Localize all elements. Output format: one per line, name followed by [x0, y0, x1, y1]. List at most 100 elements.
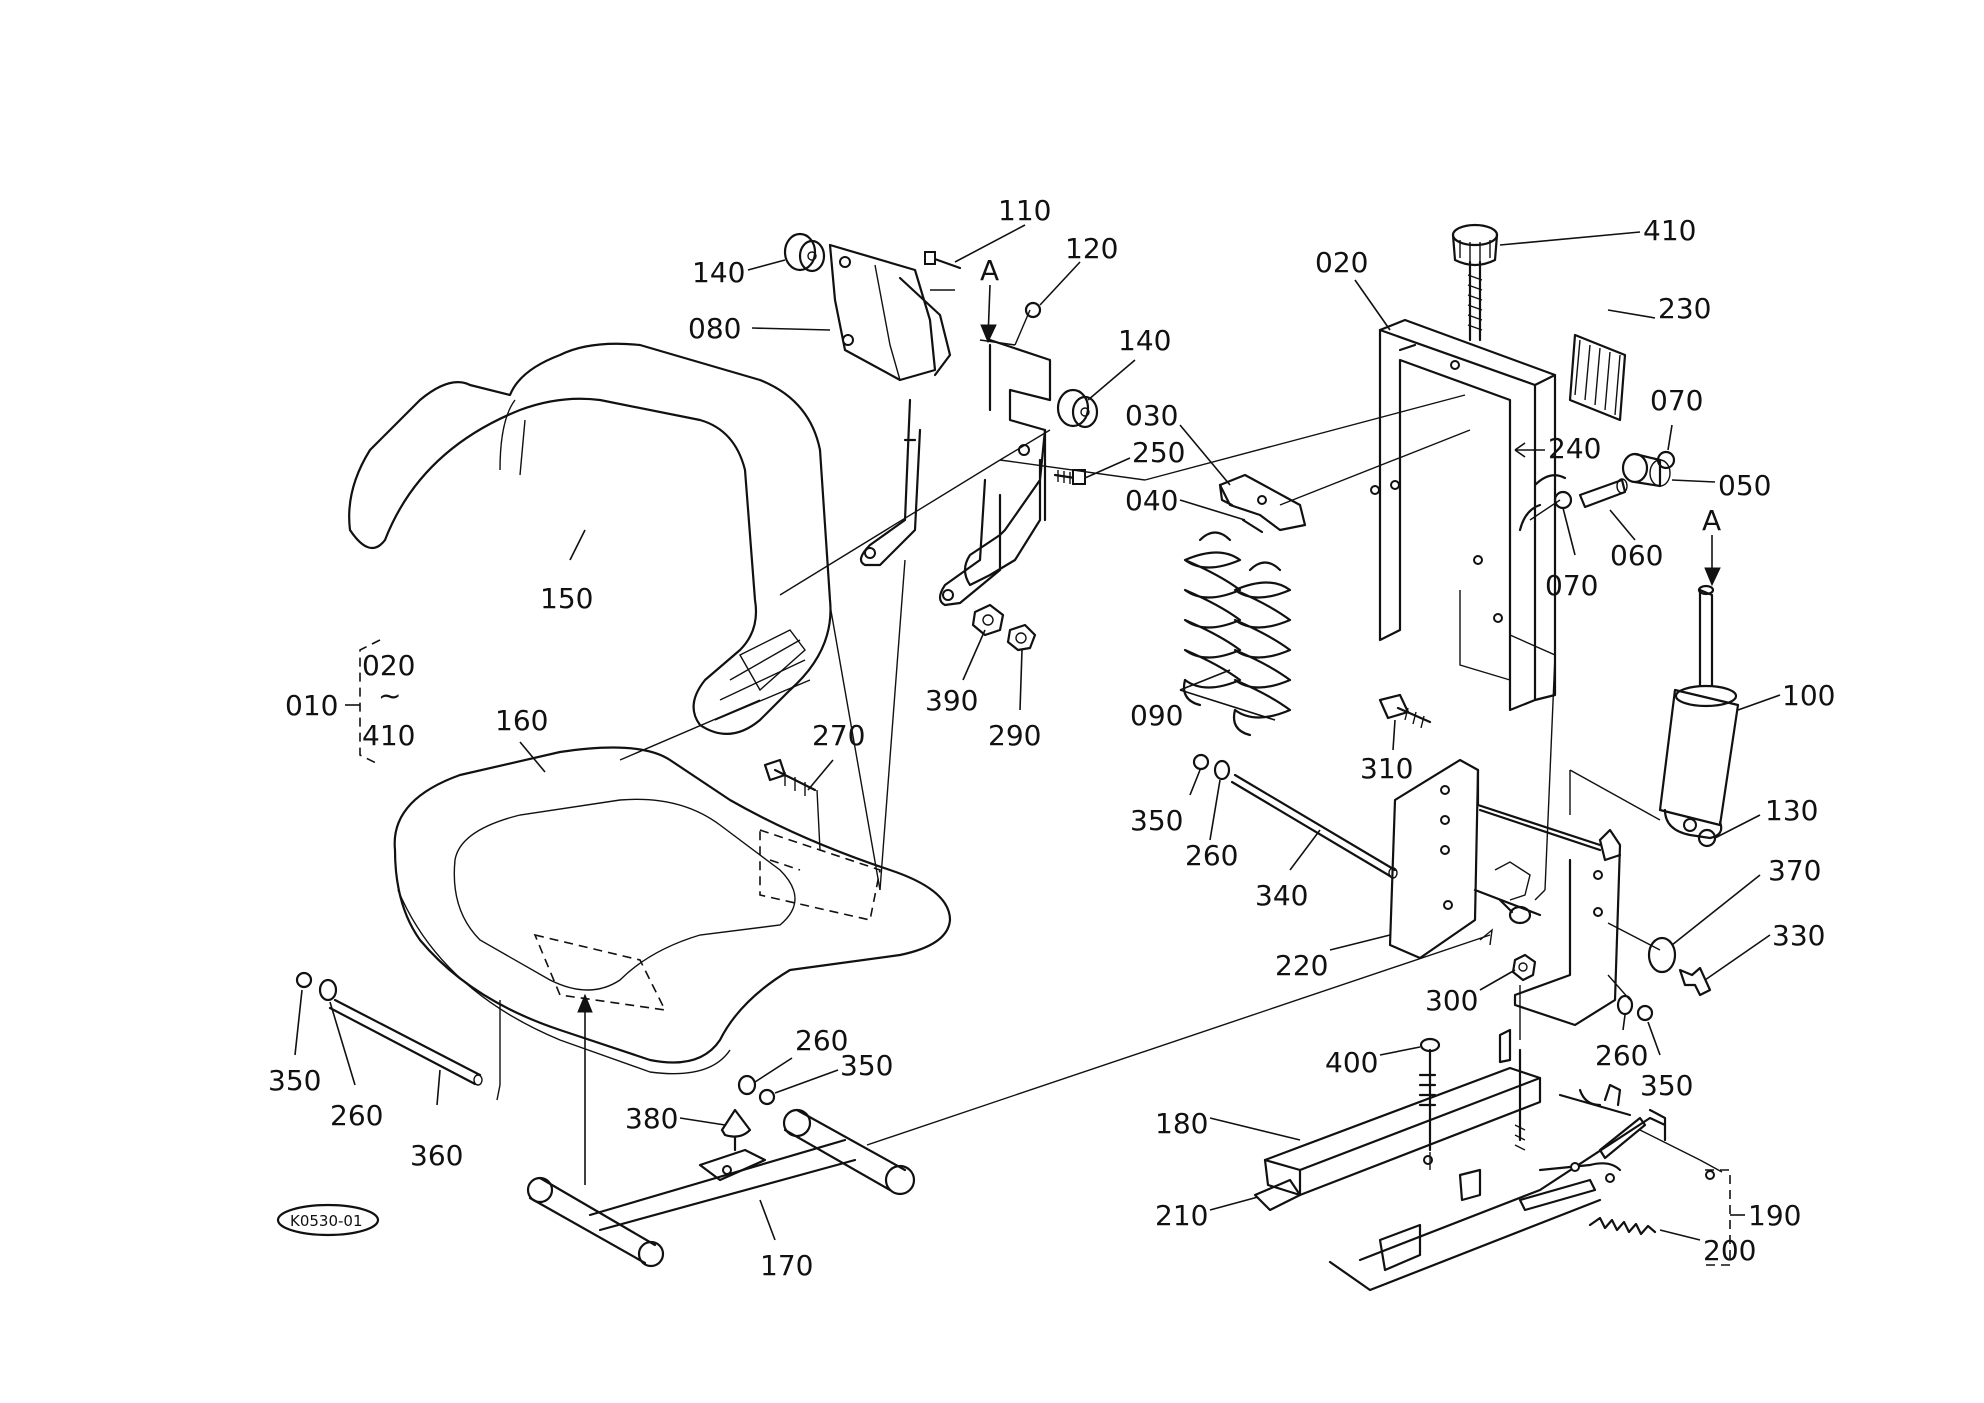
label-210: 210: [1155, 1199, 1208, 1232]
pin-060: [1578, 478, 1628, 509]
label-140-left: 140: [692, 256, 745, 289]
label-080: 080: [688, 312, 741, 345]
nut-350-b: [1192, 753, 1210, 771]
leader-lines: [294, 224, 1781, 1266]
bushing-140-left: [783, 232, 826, 273]
label-070-top: 070: [1650, 384, 1703, 417]
label-170: 170: [760, 1249, 813, 1282]
diagram-code-text: K0530-01: [290, 1212, 363, 1230]
arrow-seat-up: [577, 993, 593, 1185]
arrow-a-right: [1704, 535, 1721, 587]
frame-020: [1370, 318, 1557, 712]
roller-050: [1621, 452, 1671, 488]
label-140-right: 140: [1118, 324, 1171, 357]
bolt-250: [1053, 469, 1086, 485]
bolt-270: [763, 758, 817, 796]
label-110: 110: [998, 194, 1051, 227]
bushing-140-right: [1056, 388, 1099, 429]
rod-360: [328, 998, 483, 1086]
label-350-b: 350: [1130, 804, 1183, 837]
label-410: 410: [1643, 214, 1696, 247]
label-400: 400: [1325, 1046, 1378, 1079]
washer-260-a: [318, 978, 338, 1002]
spring-wire: [1533, 474, 1567, 487]
label-200: 200: [1703, 1234, 1756, 1267]
label-350-a: 350: [268, 1064, 321, 1097]
label-010: 010: [285, 689, 338, 722]
label-050: 050: [1718, 469, 1771, 502]
bracket-080: [828, 243, 952, 567]
nut-300: [1511, 953, 1537, 982]
nut-350-a: [295, 971, 313, 989]
label-260-d: 260: [795, 1024, 848, 1057]
label-arrow-a-right: A: [1702, 504, 1721, 537]
wing-nut-330: [1678, 966, 1712, 997]
label-030: 030: [1125, 399, 1178, 432]
pin-400: [1418, 1037, 1441, 1152]
label-260-b: 260: [1185, 839, 1238, 872]
bracket-030: [1218, 473, 1307, 532]
nut-290: [1006, 623, 1037, 652]
label-300: 300: [1425, 984, 1478, 1017]
label-070-bottom: 070: [1545, 569, 1598, 602]
label-090: 090: [1130, 699, 1183, 732]
label-350-d: 350: [840, 1049, 893, 1082]
washer-370: [1647, 936, 1677, 974]
nut-390: [971, 603, 1005, 637]
label-350-c: 350: [1640, 1069, 1693, 1102]
label-arrow-a-top: A: [980, 254, 999, 287]
label-310: 310: [1360, 752, 1413, 785]
label-260-c: 260: [1595, 1039, 1648, 1072]
seat-cushion-160: [393, 746, 952, 1075]
label-130: 130: [1765, 794, 1818, 827]
arrow-a-top: [980, 284, 997, 344]
label-270: 270: [812, 719, 865, 752]
nut-070-bottom: [1553, 490, 1573, 510]
label-plate-230: [1568, 333, 1627, 422]
label-120: 120: [1065, 232, 1118, 265]
bracket-right: [938, 338, 1052, 607]
label-020: 020: [1315, 246, 1368, 279]
nut-350-c: [1636, 1004, 1654, 1022]
label-380: 380: [625, 1102, 678, 1135]
label-390: 390: [925, 684, 978, 717]
label-060: 060: [1610, 539, 1663, 572]
bolt-310: [1378, 693, 1432, 729]
label-240: 240: [1548, 432, 1601, 465]
washer-260-d: [737, 1074, 757, 1096]
label-150: 150: [540, 582, 593, 615]
knob-410: [1451, 223, 1499, 342]
label-290: 290: [988, 719, 1041, 752]
label-360: 360: [410, 1139, 463, 1172]
pin-110: [924, 251, 962, 270]
slide-rail-180: [1253, 1066, 1715, 1292]
label-190: 190: [1748, 1199, 1801, 1232]
label-250: 250: [1132, 436, 1185, 469]
nut-120: [1024, 301, 1042, 319]
label-100: 100: [1782, 679, 1835, 712]
diagram-code-badge: K0530-01: [276, 1203, 380, 1237]
nut-070-top: [1656, 450, 1676, 470]
label-160: 160: [495, 704, 548, 737]
label-020-group: 020: [362, 649, 415, 682]
pin-040: [1241, 518, 1264, 534]
label-040: 040: [1125, 484, 1178, 517]
label-340: 340: [1255, 879, 1308, 912]
nut-350-d: [758, 1088, 776, 1106]
label-group-tilde: ~: [378, 679, 401, 712]
callout-labels: 010 020 ~ 410 020 030 040 050 060 070 07…: [268, 194, 1835, 1282]
knob-380: [720, 1108, 752, 1152]
label-370: 370: [1768, 854, 1821, 887]
seat-frame-170: [526, 1108, 916, 1268]
label-260-a: 260: [330, 1099, 383, 1132]
label-180: 180: [1155, 1107, 1208, 1140]
damper-100: [1658, 584, 1740, 840]
backrest-150: [348, 342, 832, 735]
label-230: 230: [1658, 292, 1711, 325]
washer-260-c: [1616, 994, 1634, 1016]
label-410-group: 410: [362, 719, 415, 752]
base-bracket-220: [1388, 758, 1622, 1027]
label-220: 220: [1275, 949, 1328, 982]
washer-260-b: [1213, 759, 1231, 781]
